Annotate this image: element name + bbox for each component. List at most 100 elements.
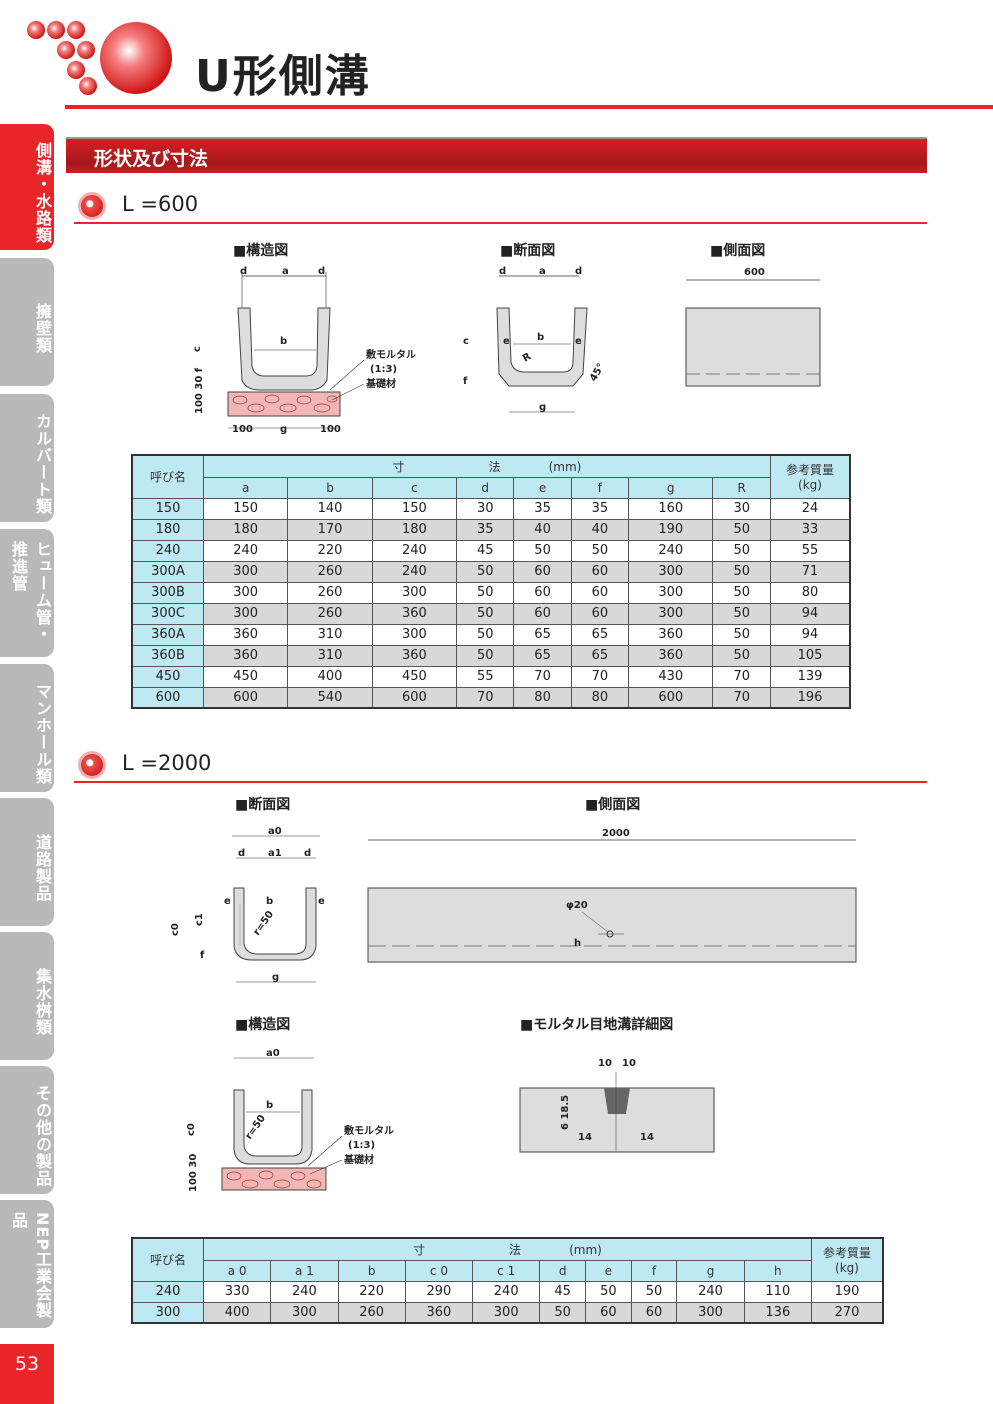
table-column-header: d <box>539 1259 587 1282</box>
svg-text:c1: c1 <box>194 913 205 926</box>
l2000-heading-text: L =2000 <box>122 751 212 775</box>
svg-text:d: d <box>238 848 245 859</box>
table-cell: 180 <box>202 518 289 541</box>
table-cell-name: 300A <box>131 560 204 583</box>
svg-text:100: 100 <box>320 424 341 435</box>
l600-side-label: ■側面図 <box>710 243 766 259</box>
l2000-joint-label: ■モルタル目地溝詳細図 <box>520 1017 674 1033</box>
l2000-side-dim: 2000 <box>602 828 630 839</box>
table-cell: 136 <box>743 1301 813 1324</box>
table-cell: 105 <box>770 644 851 667</box>
table-cell-name: 300C <box>131 602 204 625</box>
l600-section-label: ■断面図 <box>500 243 556 259</box>
table-cell: 80 <box>513 686 572 709</box>
table-cell: 150 <box>202 497 289 520</box>
table-cell: 330 <box>202 1280 272 1303</box>
table-cell: 240 <box>371 539 458 562</box>
table-cell: 300 <box>472 1301 541 1324</box>
table-cell: 60 <box>570 560 630 583</box>
table-cell: 60 <box>570 602 630 625</box>
table-column-header: c <box>371 476 458 499</box>
side-tab-8[interactable]: その他の製品 <box>0 1066 54 1194</box>
table-cell: 600 <box>202 686 289 709</box>
section-bar: 形状及び寸法 <box>66 137 927 173</box>
l600-base-label: 基礎材 <box>365 377 396 390</box>
table-cell: 139 <box>770 665 851 688</box>
table-cell: 600 <box>628 686 714 709</box>
table-cell: 300 <box>371 581 458 604</box>
table-column-header: c 1 <box>472 1259 541 1282</box>
side-tab-2[interactable]: 擁壁類 <box>0 258 54 386</box>
table-cell: 360 <box>628 644 714 667</box>
table-cell: 300 <box>202 602 289 625</box>
table-cell: 360 <box>371 602 458 625</box>
table-cell: 70 <box>456 686 515 709</box>
table-cell: 70 <box>712 665 771 688</box>
table-cell: 45 <box>456 539 515 562</box>
side-tab-4[interactable]: ヒューム管・推進管 <box>0 529 54 657</box>
table-cell: 110 <box>743 1280 813 1303</box>
table-cell: 60 <box>513 581 572 604</box>
table-cell: 40 <box>570 518 630 541</box>
table-cell: 50 <box>712 602 771 625</box>
svg-text:g: g <box>272 972 279 983</box>
bullet-circle-icon <box>78 192 106 220</box>
table-cell: 50 <box>712 518 771 541</box>
table-column-header: f <box>570 476 630 499</box>
table-cell-name: 300 <box>131 1301 204 1324</box>
table-cell: 80 <box>570 686 630 709</box>
side-tab-1[interactable]: 側溝・水路類 <box>0 124 54 250</box>
l600-structure-label: ■構造図 <box>233 243 289 259</box>
table-cell: 65 <box>513 644 572 667</box>
table-column-header: g <box>628 476 714 499</box>
table-cell: 70 <box>513 665 572 688</box>
table-cell: 360 <box>628 623 714 646</box>
svg-text:d: d <box>318 266 325 277</box>
svg-text:c: c <box>463 336 469 347</box>
table-column-header: b <box>287 476 373 499</box>
table-cell: 270 <box>811 1301 884 1324</box>
table-cell: 300 <box>628 581 714 604</box>
table-column-header: c 0 <box>404 1259 474 1282</box>
table-cell-name: 180 <box>131 518 204 541</box>
table-cell: 50 <box>712 644 771 667</box>
side-tab-5[interactable]: マンホール類 <box>0 664 54 792</box>
table-column-header: b <box>337 1259 406 1282</box>
table-cell: 220 <box>287 539 373 562</box>
svg-text:a1: a1 <box>268 848 282 859</box>
table-cell: 310 <box>287 623 373 646</box>
svg-text:c0: c0 <box>186 1123 197 1136</box>
table-cell: 240 <box>202 539 289 562</box>
table-cell: 260 <box>287 602 373 625</box>
table-cell: 70 <box>712 686 771 709</box>
table-cell: 300 <box>202 581 289 604</box>
table-cell: 24 <box>770 497 851 520</box>
table-cell: 60 <box>513 560 572 583</box>
table-cell: 300 <box>628 560 714 583</box>
table-cell: 240 <box>270 1280 339 1303</box>
svg-text:d: d <box>575 266 582 277</box>
svg-text:10: 10 <box>622 1058 636 1069</box>
svg-text:r=50: r=50 <box>243 1113 268 1142</box>
side-tab-7[interactable]: 集水桝類 <box>0 932 54 1060</box>
table-cell: 260 <box>337 1301 406 1324</box>
table-column-header: d <box>456 476 515 499</box>
table-cell: 360 <box>404 1301 474 1324</box>
l2000-side-drawing: 2000 φ20 h <box>367 828 857 963</box>
side-tab-3[interactable]: カルバート類 <box>0 394 54 522</box>
side-tab-6[interactable]: 道路製品 <box>0 798 54 926</box>
table-cell: 190 <box>811 1280 884 1303</box>
l2000-section-label: ■断面図 <box>235 797 291 813</box>
table-cell-name: 150 <box>131 497 204 520</box>
table-cell: 430 <box>628 665 714 688</box>
svg-text:a0: a0 <box>266 1048 280 1059</box>
l600-mortar-label: 敷モルタル <box>366 348 416 361</box>
table-column-header: R <box>712 476 771 499</box>
side-tab-9[interactable]: NEP工業会製品 <box>0 1200 54 1328</box>
table-cell: 360 <box>371 644 458 667</box>
table-header-dimensions: 寸 法 (mm) <box>203 1237 812 1261</box>
